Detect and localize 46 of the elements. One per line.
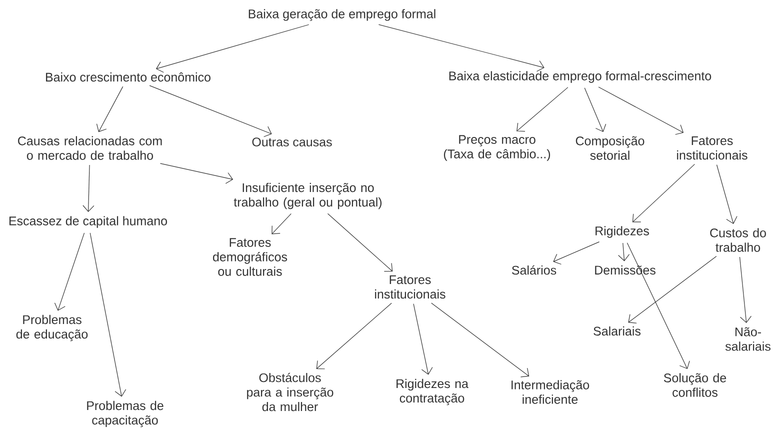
arrow (90, 232, 126, 397)
node-text: Salários (512, 265, 556, 275)
arrow (553, 242, 600, 265)
node-text: Baixa elasticidade emprego formal-crescimento (449, 71, 712, 83)
node-text: Escassez de capital humano (9, 216, 168, 228)
arrow (431, 302, 530, 378)
node-text: Fatores institucionais (677, 136, 748, 160)
node-text: Custos do trabalho (710, 228, 766, 252)
arrow (316, 302, 392, 370)
node-text: Intermediação ineficiente (512, 380, 590, 404)
arrow (628, 256, 717, 324)
arrow (378, 24, 544, 72)
node-text: Rigidezes na contratação (396, 378, 468, 406)
node-text: Obstáculos para a inserção da mulher (247, 372, 334, 412)
arrow (626, 242, 690, 370)
arrow (82, 164, 94, 212)
arrow (632, 164, 695, 222)
node-text: Não-salariais (725, 327, 770, 351)
arrow (739, 256, 752, 324)
arrow (598, 86, 684, 135)
arrow (516, 87, 568, 132)
node-text: Baixa geração de emprego formal (248, 9, 436, 21)
node-text: Salariais (594, 326, 641, 336)
node-text: Rigidezes (596, 226, 649, 238)
node-text: Causas relacionadas com o mercado de trabalho (18, 136, 162, 160)
arrow (156, 24, 310, 73)
arrow (618, 242, 630, 262)
arrow (160, 163, 234, 184)
node-text: Fatores institucionais (375, 275, 446, 299)
arrow (272, 213, 292, 234)
arrow (327, 213, 393, 272)
arrow (413, 303, 433, 375)
node-text: Insuficiente inserção no trabalho (geral ou pontual) (234, 182, 382, 210)
node-text: Problemas de capacitação (87, 400, 164, 428)
node-text: Baixo crescimento econômico (46, 72, 210, 82)
node-text: Outras causas (252, 138, 332, 146)
arrow (54, 232, 85, 311)
node-text: Problemas de educação (16, 314, 88, 342)
arrow (716, 164, 738, 224)
arrow (584, 88, 606, 132)
node-text: Preços macro (Taxa de câmbio...) (444, 135, 550, 161)
node-text: Fatores demográficos ou culturais (213, 238, 288, 276)
node-text: Composição setorial (576, 136, 644, 160)
node-text: Solução de conflitos (664, 373, 726, 397)
arrow (149, 85, 272, 138)
arrow (96, 86, 124, 132)
